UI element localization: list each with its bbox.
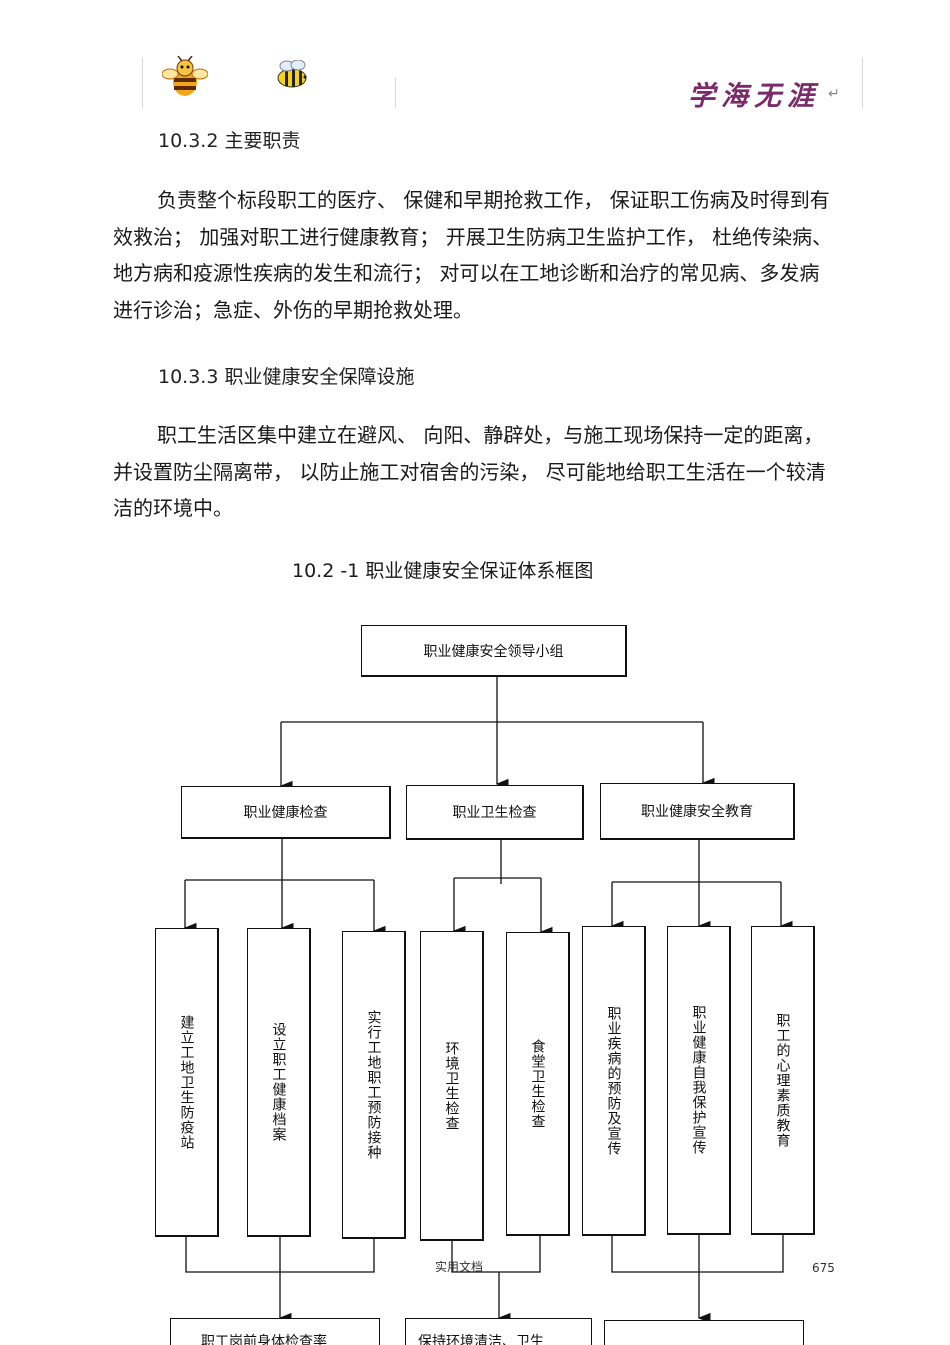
child-label: 职业疾病的预防及宣传: [605, 1005, 622, 1156]
child-label: 环境卫生检查: [443, 1040, 460, 1131]
section-heading-facilities: 10.3.3 职业健康安全保障设施: [158, 366, 415, 388]
brand-text: 学海无涯: [688, 81, 820, 112]
duties-paragraph: 负责整个标段职工的医疗、 保健和早期抢救工作， 保证职工伤病及时得到有效救治； …: [113, 188, 833, 322]
child-box-self-protection: 职业健康自我保护宣传: [667, 926, 731, 1235]
header-rule-left: [142, 58, 143, 108]
bee-small-icon: [277, 60, 307, 88]
paragraph-mark: ↵: [828, 86, 840, 102]
result-box-education: [604, 1320, 804, 1345]
header-rule-right: [862, 58, 863, 108]
branch-label: 职业健康检查: [243, 805, 328, 821]
child-box-vaccination: 实行工地职工预防接种: [342, 931, 406, 1239]
child-label: 职业健康自我保护宣传: [690, 1005, 707, 1155]
child-box-health-records: 设立职工健康档案: [247, 928, 311, 1237]
child-label: 食堂卫生检查: [529, 1038, 546, 1129]
leadership-group-label: 职业健康安全领导小组: [423, 643, 564, 660]
leadership-group-box: 职业健康安全领导小组: [361, 625, 627, 677]
facilities-paragraph: 职工生活区集中建立在避风、 向阳、静辟处，与施工现场保持一定的距离，并设置防尘隔…: [113, 423, 826, 521]
child-box-canteen-check: 食堂卫生检查: [506, 932, 570, 1236]
child-label: 实行工地职工预防接种: [365, 1009, 382, 1160]
header-rule-mid: [395, 78, 396, 108]
footer-center-text: 实用文档: [435, 1260, 484, 1274]
result-box-clean-environment: 保持环境清洁、卫生: [405, 1318, 592, 1345]
child-label: 职工的心理素质教育: [774, 1012, 791, 1148]
child-box-environment-check: 环境卫生检查: [420, 931, 484, 1241]
result-box-physical-exam: 职工岗前身体检查率: [170, 1318, 380, 1345]
branch-box-health-check: 职业健康检查: [181, 786, 391, 839]
branch-box-safety-education: 职业健康安全教育: [600, 783, 795, 840]
page-number: 675: [812, 1261, 835, 1275]
branch-label: 职业健康安全教育: [641, 804, 753, 820]
section-heading-duties: 10.3.2 主要职责: [158, 130, 301, 152]
child-box-epidemic-station: 建立工地卫生防疫站: [155, 928, 219, 1237]
result-label: 保持环境清洁、卫生: [418, 1334, 544, 1345]
child-box-psychology-education: 职工的心理素质教育: [751, 926, 815, 1235]
bee-cartoon-icon: [162, 56, 208, 96]
branch-label: 职业卫生检查: [452, 805, 537, 821]
result-label: 职工岗前身体检查率: [201, 1334, 327, 1345]
figure-caption: 10.2 -1 职业健康安全保证体系框图: [292, 560, 594, 582]
child-box-disease-prevention: 职业疾病的预防及宣传: [582, 926, 646, 1236]
branch-box-hygiene-check: 职业卫生检查: [406, 785, 584, 840]
child-label: 设立职工健康档案: [270, 1022, 287, 1142]
child-label: 建立工地卫生防疫站: [178, 1014, 195, 1150]
